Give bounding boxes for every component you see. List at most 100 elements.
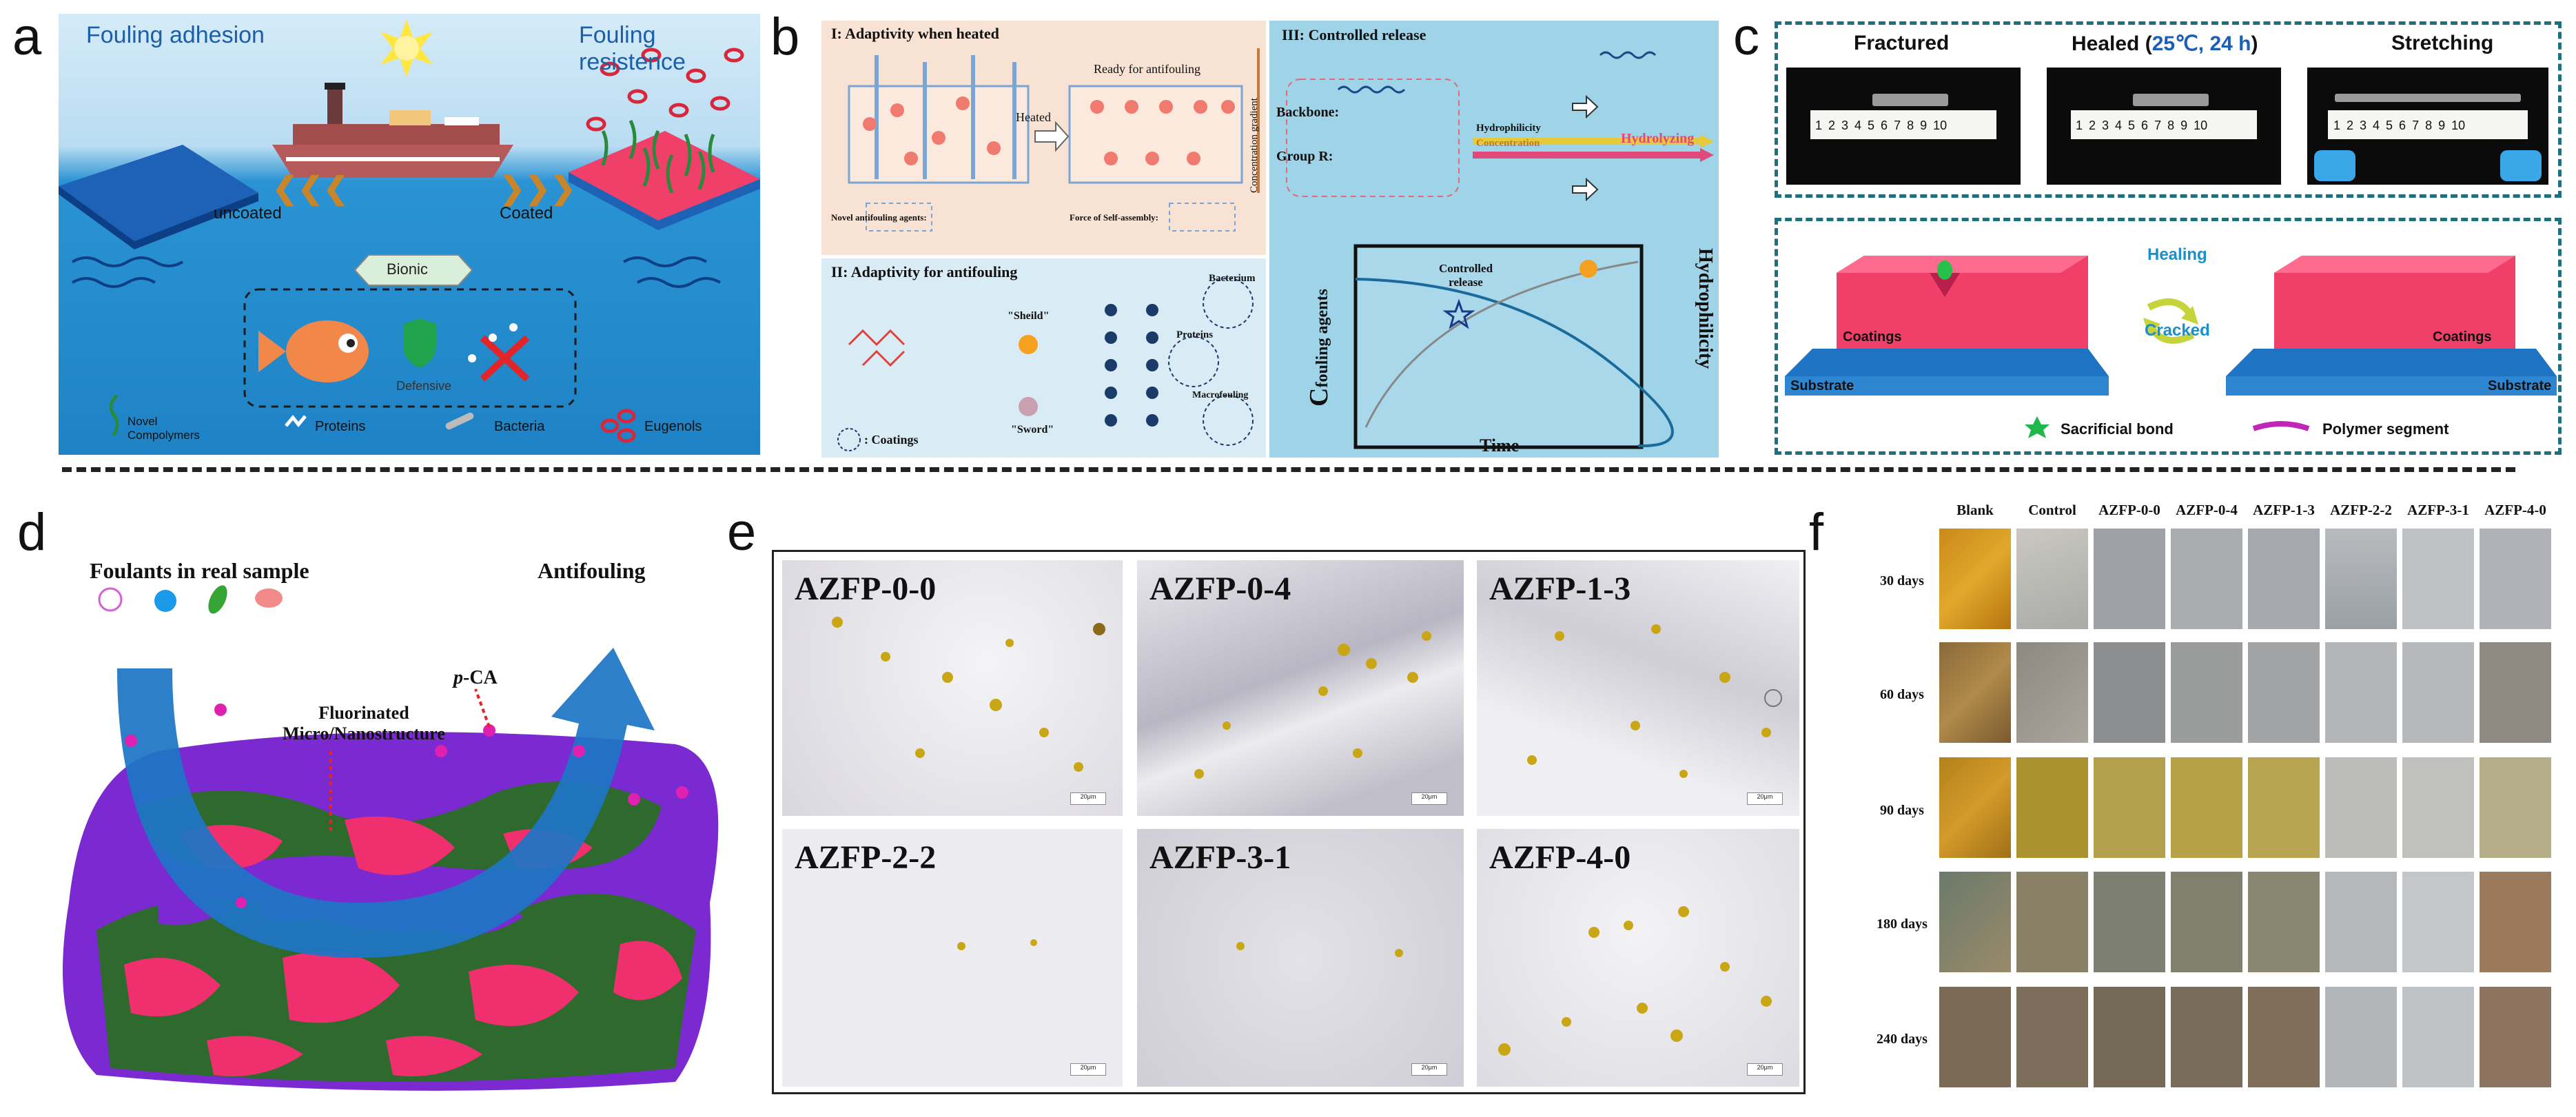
micrograph-AZFP-2-2: AZFP-2-2 20μm <box>781 828 1124 1088</box>
uncoated-label: uncoated <box>214 204 282 223</box>
panel-tile <box>2247 641 2321 744</box>
legend-compolymers: Novel Compolymers <box>127 415 200 442</box>
c-fouling-sub: fouling agents <box>1313 289 1331 388</box>
sword-label: "Sword" <box>1011 424 1054 435</box>
column-header: AZFP-0-4 <box>2176 502 2238 518</box>
panel-tile <box>2247 870 2321 974</box>
row-header: 30 days <box>1880 573 1924 588</box>
panel-label-a: a <box>12 8 42 66</box>
panel-e-micrographs: AZFP-0-0 20μm AZFP-0-4 20μm AZFP-1-3 20μ… <box>772 550 1806 1094</box>
legend-proteins: Proteins <box>315 419 366 434</box>
foulants-title: Foulants in real sample <box>90 558 309 583</box>
panel-tile <box>2092 756 2167 859</box>
hydrophilicity-axis-label: Hydrophilicity <box>1695 248 1716 369</box>
sheild-label: "Sheild" <box>1008 310 1050 322</box>
substrate-label-left: Substrate <box>1790 378 1854 393</box>
panel-tile <box>2092 870 2167 974</box>
micro-nano-line2: Micro/Nanostructure <box>283 724 445 744</box>
panel-tile <box>1938 527 2012 631</box>
proteins-label: Proteins <box>1176 329 1214 340</box>
column-header: AZFP-1-3 <box>2253 502 2315 518</box>
healed-photo: 1 2 3 4 5 6 7 8 9 10 <box>2047 68 2281 185</box>
panel-tile <box>2169 756 2244 859</box>
ruler-numbers: 1 2 3 4 5 6 7 8 9 10 <box>1815 119 1948 132</box>
panel-tile <box>2401 870 2475 974</box>
coatings-label-left: Coatings <box>1843 329 1902 345</box>
panel-tile <box>2401 756 2475 859</box>
stretching-photo: 1 2 3 4 5 6 7 8 9 10 <box>2307 68 2548 185</box>
ship-icon <box>272 83 513 178</box>
healing-label: Healing <box>2147 245 2207 264</box>
panel-tile <box>2478 985 2553 1089</box>
panel-c-self-healing: Fractured Healed (25℃, 24 h) Stretching … <box>1771 18 2565 459</box>
column-header: AZFP-0-0 <box>2098 502 2160 518</box>
bionic-label: Bionic <box>387 260 428 278</box>
ruler-numbers: 1 2 3 4 5 6 7 8 9 10 <box>2333 119 2466 132</box>
column-header: AZFP-3-1 <box>2407 502 2469 518</box>
panel-label-d: d <box>17 503 47 562</box>
pca-text: -CA <box>463 667 498 688</box>
row-header: 60 days <box>1880 687 1924 702</box>
c-fouling-main: C <box>1305 387 1333 407</box>
panel-tile <box>2401 641 2475 744</box>
fractured-title: Fractured <box>1854 32 1950 54</box>
panel-tile <box>2169 641 2244 744</box>
panel-tile <box>1938 870 2012 974</box>
panel-tile <box>2015 870 2089 974</box>
row-header: 180 days <box>1877 916 1928 932</box>
fish-icon <box>258 320 369 382</box>
panel-tile <box>2015 641 2089 744</box>
micrograph-label: AZFP-4-0 <box>1489 839 1631 876</box>
cracked-label: Cracked <box>2145 321 2210 340</box>
panel-tile <box>2478 870 2553 974</box>
scale-bar: 20μm <box>1070 1063 1106 1076</box>
section-I-title: I: Adaptivity when heated <box>831 25 999 42</box>
micrograph-label: AZFP-1-3 <box>1489 571 1631 607</box>
column-header: Control <box>2028 502 2076 518</box>
panel-tile <box>2092 641 2167 744</box>
panel-tile <box>2401 527 2475 631</box>
panel-tile <box>2324 756 2398 859</box>
micrograph-label: AZFP-0-0 <box>795 571 937 607</box>
micrograph-label: AZFP-2-2 <box>795 839 937 876</box>
panel-tile <box>2169 527 2244 631</box>
section-II-title: II: Adaptivity for antifouling <box>831 263 1018 280</box>
hydrolyzing-label: Hydrolyzing <box>1621 131 1695 146</box>
scale-bar: 20μm <box>1747 1063 1783 1076</box>
healed-title-condition: 25℃, 24 h <box>2151 32 2251 55</box>
panel-d-antifouling-surface: Foulants in real sample Antifouling Fluo… <box>55 544 744 1109</box>
panel-tile <box>2478 527 2553 631</box>
panel-tile <box>2015 985 2089 1089</box>
row-header: 240 days <box>1877 1032 1928 1047</box>
column-header: Blank <box>1956 502 1994 518</box>
section-separator <box>62 467 2515 472</box>
panel-tile <box>2015 527 2089 631</box>
surface-graphic <box>63 585 719 1091</box>
legend-eugenols: Eugenols <box>644 419 702 434</box>
panel-tile <box>1938 985 2012 1089</box>
coatings-label-right: Coatings <box>2433 329 2492 345</box>
panel-tile <box>2324 870 2398 974</box>
scale-bar: 20μm <box>1070 792 1106 805</box>
healed-title: Healed (25℃, 24 h) <box>2072 32 2258 56</box>
panel-tile <box>2324 985 2398 1089</box>
healing-schematic <box>1785 256 2557 438</box>
antifouling-title: Antifouling <box>538 558 646 583</box>
legend-bacteria: Bacteria <box>494 419 545 434</box>
time-axis-label: Time <box>1480 435 1520 455</box>
cross-icon <box>480 335 530 382</box>
scale-bar: 20μm <box>1411 792 1447 805</box>
row-header: 90 days <box>1880 803 1924 818</box>
shield-icon <box>403 318 436 368</box>
section-III-title: III: Controlled release <box>1282 26 1427 43</box>
defensive-label: Defensive <box>396 379 452 393</box>
micrograph-AZFP-4-0: AZFP-4-0 20μm <box>1475 828 1801 1088</box>
panel-label-c: c <box>1733 8 1759 66</box>
column-header: AZFP-4-0 <box>2484 502 2546 518</box>
ready-label: Ready for antifouling <box>1094 62 1200 76</box>
hydrophilicity-arrow-label: Hydrophilicity <box>1476 123 1541 134</box>
svg-text:❯❯❯: ❯❯❯ <box>500 172 576 207</box>
panel-tile <box>2324 641 2398 744</box>
fractured-photo: 1 2 3 4 5 6 7 8 9 10 <box>1786 68 2021 185</box>
micrograph-label: AZFP-0-4 <box>1149 571 1291 607</box>
